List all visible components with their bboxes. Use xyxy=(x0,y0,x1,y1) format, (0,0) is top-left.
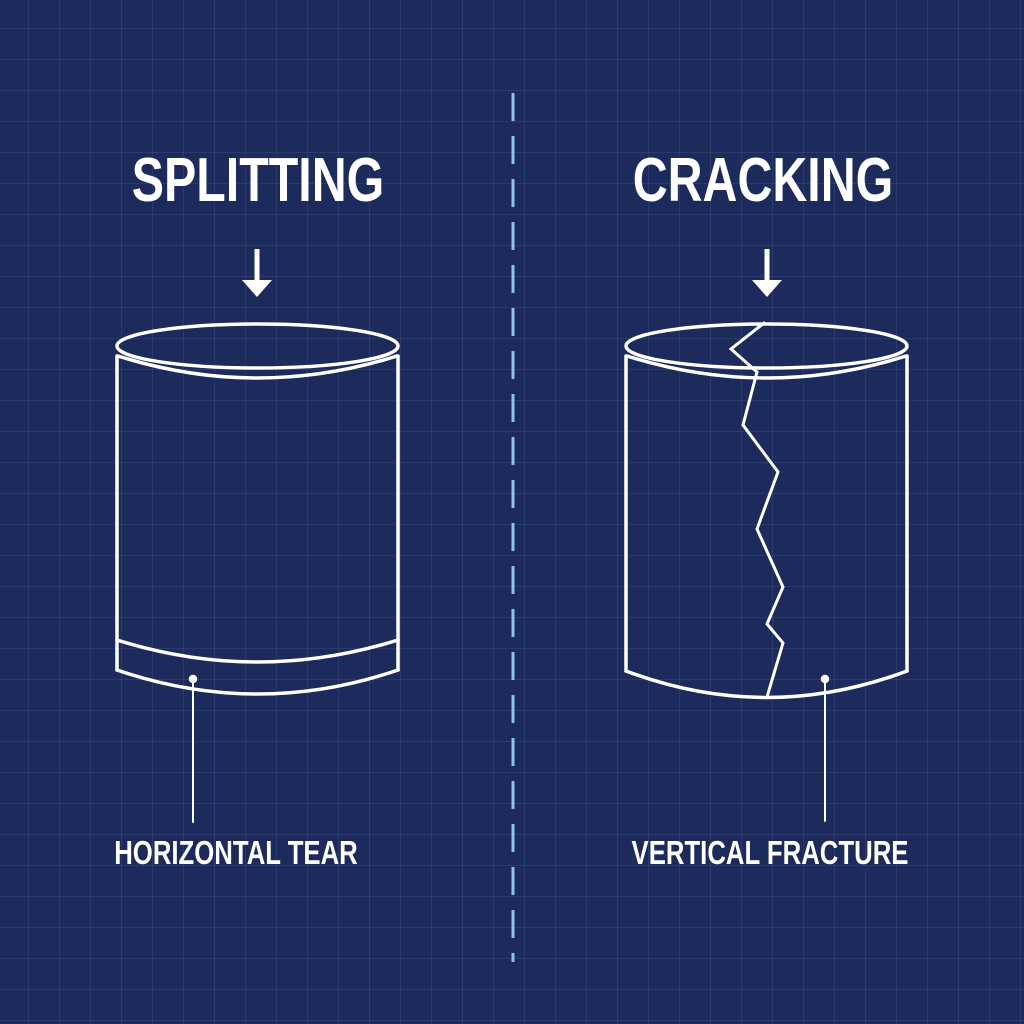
cylinder-bottom-arc xyxy=(115,668,400,696)
arrow-down-icon xyxy=(752,249,782,297)
vertical-fracture-label: VERTICAL FRACTURE xyxy=(631,834,909,871)
splitting-title: SPLITTING xyxy=(131,146,385,215)
arrow-down-icon xyxy=(242,249,272,297)
vertical-crack-line xyxy=(728,321,785,699)
cracking-cylinder xyxy=(624,321,909,822)
cracking-title: CRACKING xyxy=(632,146,894,215)
cylinder-rim xyxy=(116,354,399,380)
cylinder-top-ellipse xyxy=(115,322,400,370)
horizontal-tear-label: HORIZONTAL TEAR xyxy=(114,834,358,871)
cylinder-top-ellipse xyxy=(624,322,909,370)
splitting-cylinder xyxy=(115,322,400,823)
cylinder-rim xyxy=(625,354,908,380)
horizontal-tear-line xyxy=(115,638,400,664)
